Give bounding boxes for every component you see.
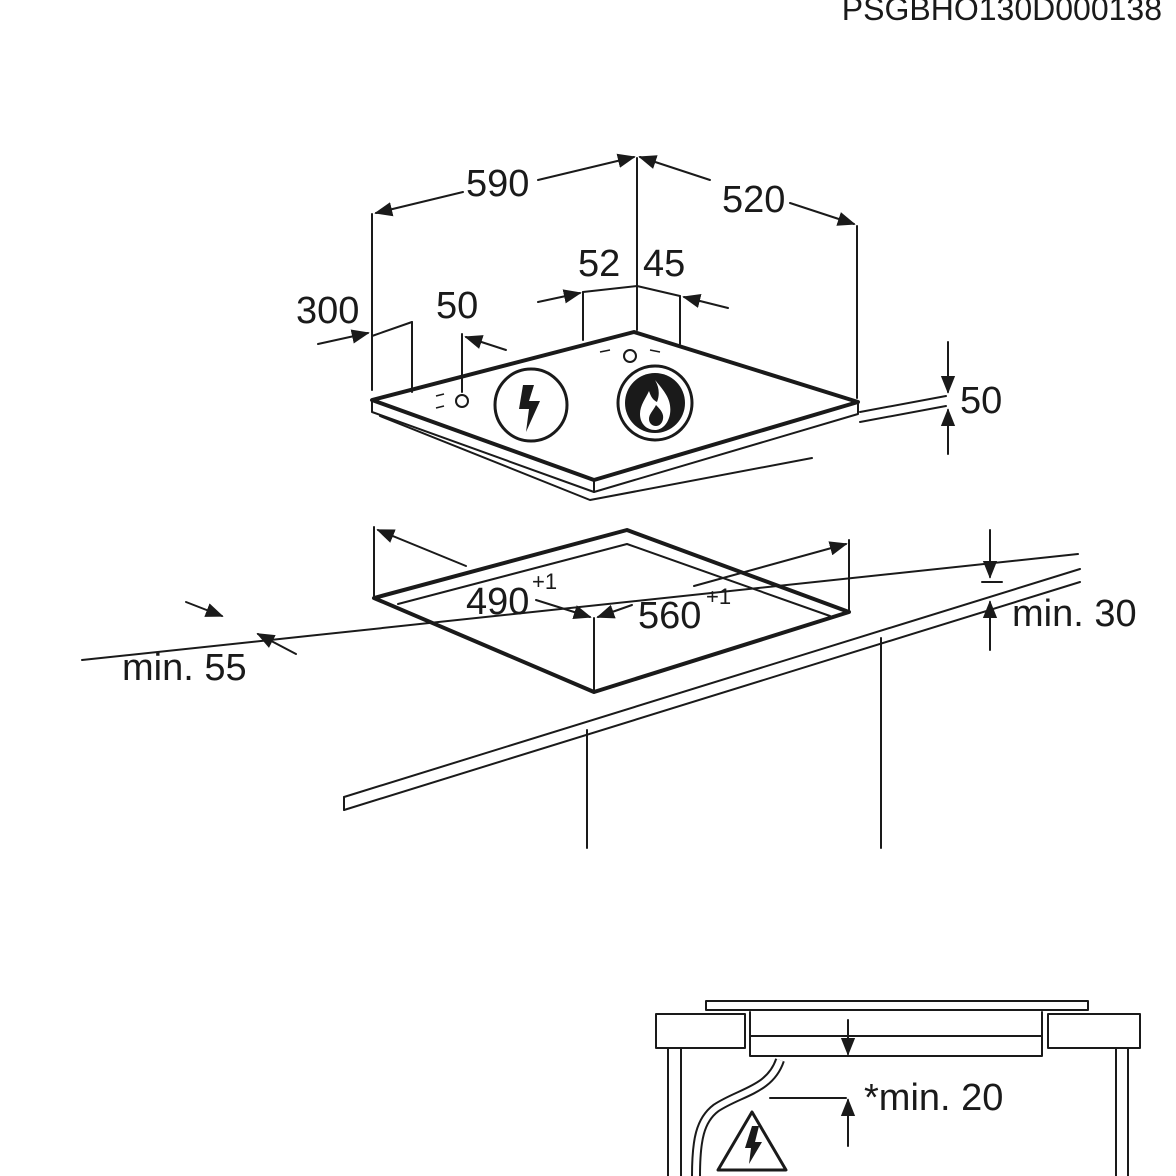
hob-drawing bbox=[370, 330, 860, 501]
cutout-width-tolerance: +1 bbox=[706, 584, 731, 609]
hob-dimension-lines bbox=[371, 157, 947, 423]
rear-offset-a-label: 52 bbox=[578, 243, 620, 285]
cutout-width-label: 560 bbox=[638, 595, 701, 637]
rear-offset-b-label: 45 bbox=[643, 243, 685, 285]
electric-hazard-icon bbox=[716, 1110, 788, 1172]
left-offset-b-label: 50 bbox=[436, 285, 478, 327]
hob-height-label: 50 bbox=[960, 380, 1002, 422]
cutout-dimension-lines bbox=[373, 526, 1003, 691]
cutout-drawing bbox=[372, 528, 851, 694]
document-code: PSGBHO130D000138 bbox=[842, 0, 1162, 27]
min-gap-label: *min. 20 bbox=[864, 1077, 1003, 1119]
detail-drawing bbox=[655, 1000, 1141, 1176]
cutout-dimension-arrows bbox=[185, 529, 998, 655]
hob-dimension-arrows bbox=[317, 153, 956, 455]
flame-icon bbox=[616, 364, 694, 442]
left-offset-a-label: 300 bbox=[296, 290, 359, 332]
hob-depth-label: 520 bbox=[722, 179, 785, 221]
hob-width-label: 590 bbox=[466, 163, 529, 205]
worktop-drawing bbox=[81, 553, 1081, 849]
lightning-icon bbox=[493, 367, 569, 443]
min-clearance-label: min. 30 bbox=[1012, 593, 1137, 635]
cutout-depth-tolerance: +1 bbox=[532, 569, 557, 594]
min-front-label: min. 55 bbox=[122, 647, 247, 689]
cutout-depth-label: 490 bbox=[466, 581, 529, 623]
